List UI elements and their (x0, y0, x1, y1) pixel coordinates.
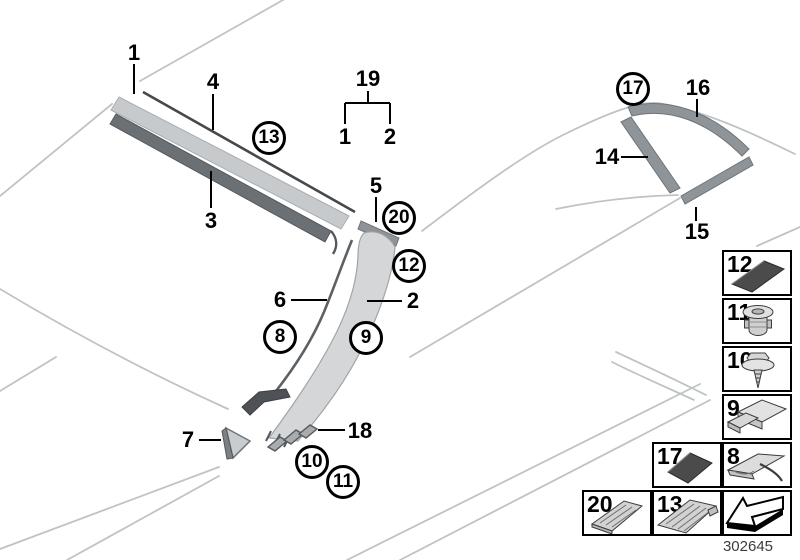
bracket-19 (344, 91, 391, 124)
b-pillar-trim (267, 231, 396, 442)
callout-2[interactable]: 2 (406, 288, 420, 313)
roof-moulding-group (109, 90, 356, 255)
clip-bracket-icon (726, 399, 788, 434)
callout-19-sub-1[interactable]: 1 (338, 124, 352, 149)
callout-4[interactable]: 4 (206, 69, 220, 94)
callout-1[interactable]: 1 (127, 40, 141, 65)
clip-rail-icon (590, 500, 644, 534)
roof-drip-moulding-end-hook (330, 230, 338, 255)
legend-cell-10[interactable]: 10 (722, 346, 792, 392)
callout-3[interactable]: 3 (204, 208, 218, 233)
callout-7[interactable]: 7 (181, 427, 195, 452)
legend-cell-12[interactable]: 12 (722, 250, 792, 296)
callout-circle-9[interactable]: 9 (349, 321, 383, 355)
adhesive-pad-square-icon (667, 452, 713, 484)
legend-cell-arrow[interactable] (722, 490, 792, 536)
sheet-number: 302645 (722, 538, 774, 555)
roof-drip-moulding (109, 113, 332, 243)
callout-circle-10[interactable]: 10 (295, 445, 329, 479)
callout-19-sub-2[interactable]: 2 (383, 124, 397, 149)
roof-moulding-upper-edge (142, 90, 356, 214)
roof-moulding-strip (110, 96, 350, 230)
callout-circle-12[interactable]: 12 (392, 249, 426, 283)
legend-cell-8[interactable]: 8 (722, 442, 792, 488)
callout-16[interactable]: 16 (685, 75, 711, 100)
legend-cell-13[interactable]: 13 (652, 490, 722, 536)
callout-5[interactable]: 5 (369, 173, 383, 198)
direction-arrow-icon (725, 495, 784, 532)
callout-circle-8[interactable]: 8 (263, 320, 297, 354)
quarter-window-trim-bottom (680, 156, 754, 205)
clip-lever-icon (726, 453, 786, 482)
screw-washer-icon (741, 352, 775, 389)
legend-cell-11[interactable]: 11 (722, 298, 792, 344)
legend-cell-20[interactable]: 20 (582, 490, 652, 536)
legend-num-9: 9 (727, 395, 740, 421)
mirror-triangle-cover (221, 426, 252, 460)
b-pillar-trim-group (241, 220, 400, 448)
quarter-window-trim-group (620, 103, 754, 205)
callout-18[interactable]: 18 (347, 418, 373, 443)
callout-circle-13[interactable]: 13 (252, 121, 286, 155)
sill-clip-strip (266, 424, 319, 452)
quarter-window-trim-front (620, 116, 681, 194)
quarter-window-trim-top (627, 103, 750, 157)
callout-19[interactable]: 19 (355, 66, 381, 91)
adhesive-pad-icon (730, 260, 786, 293)
weatherstrip-end-piece (241, 388, 291, 416)
legend-cell-17[interactable]: 17 (652, 442, 722, 488)
clip-rail-long-icon (656, 499, 719, 534)
callout-circle-17[interactable]: 17 (616, 72, 650, 106)
legend-cell-9[interactable]: 9 (722, 394, 792, 440)
callout-15[interactable]: 15 (684, 219, 710, 244)
callout-circle-11[interactable]: 11 (326, 465, 360, 499)
callout-14[interactable]: 14 (594, 144, 620, 169)
leader-lines (133, 64, 698, 441)
callout-circle-20[interactable]: 20 (382, 201, 416, 235)
weatherstrip-channel (268, 239, 354, 400)
callout-6[interactable]: 6 (273, 287, 287, 312)
grommet-nut-icon (742, 305, 774, 337)
legend-num-8: 8 (727, 443, 740, 469)
